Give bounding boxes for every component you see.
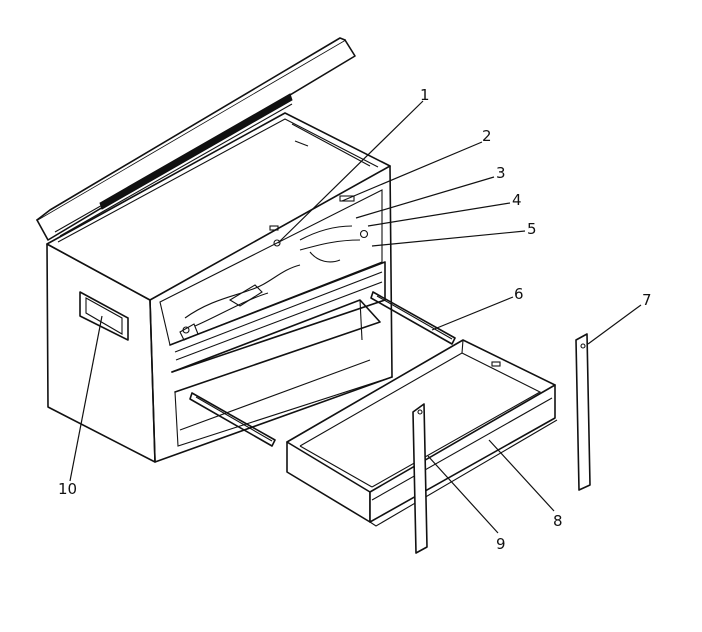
- callout-2: 2: [482, 127, 492, 145]
- drawer-front: [286, 441, 371, 523]
- drawer-right-side: [369, 384, 556, 523]
- callout-6: 6: [514, 285, 524, 303]
- callout-labels: 1 2 3 4 5 6 7 8 9 10: [58, 86, 652, 553]
- callout-10: 10: [58, 480, 77, 498]
- callout-5: 5: [527, 220, 537, 238]
- side-divider-strip: [575, 333, 591, 491]
- side-handle: [79, 291, 129, 341]
- chest-lid: [36, 37, 356, 241]
- callout-1: 1: [420, 86, 430, 104]
- callout-3: 3: [496, 164, 506, 182]
- callout-7: 7: [642, 291, 652, 309]
- callout-9: 9: [496, 535, 506, 553]
- tools-in-tray: [179, 225, 361, 341]
- callout-4: 4: [512, 191, 522, 209]
- drawer-divider: [412, 403, 428, 554]
- callout-8: 8: [553, 512, 563, 530]
- leader-lines: [69, 100, 642, 534]
- chest-body: [46, 112, 393, 463]
- left-drawer-slide: [189, 392, 276, 447]
- right-drawer-slide: [370, 291, 456, 345]
